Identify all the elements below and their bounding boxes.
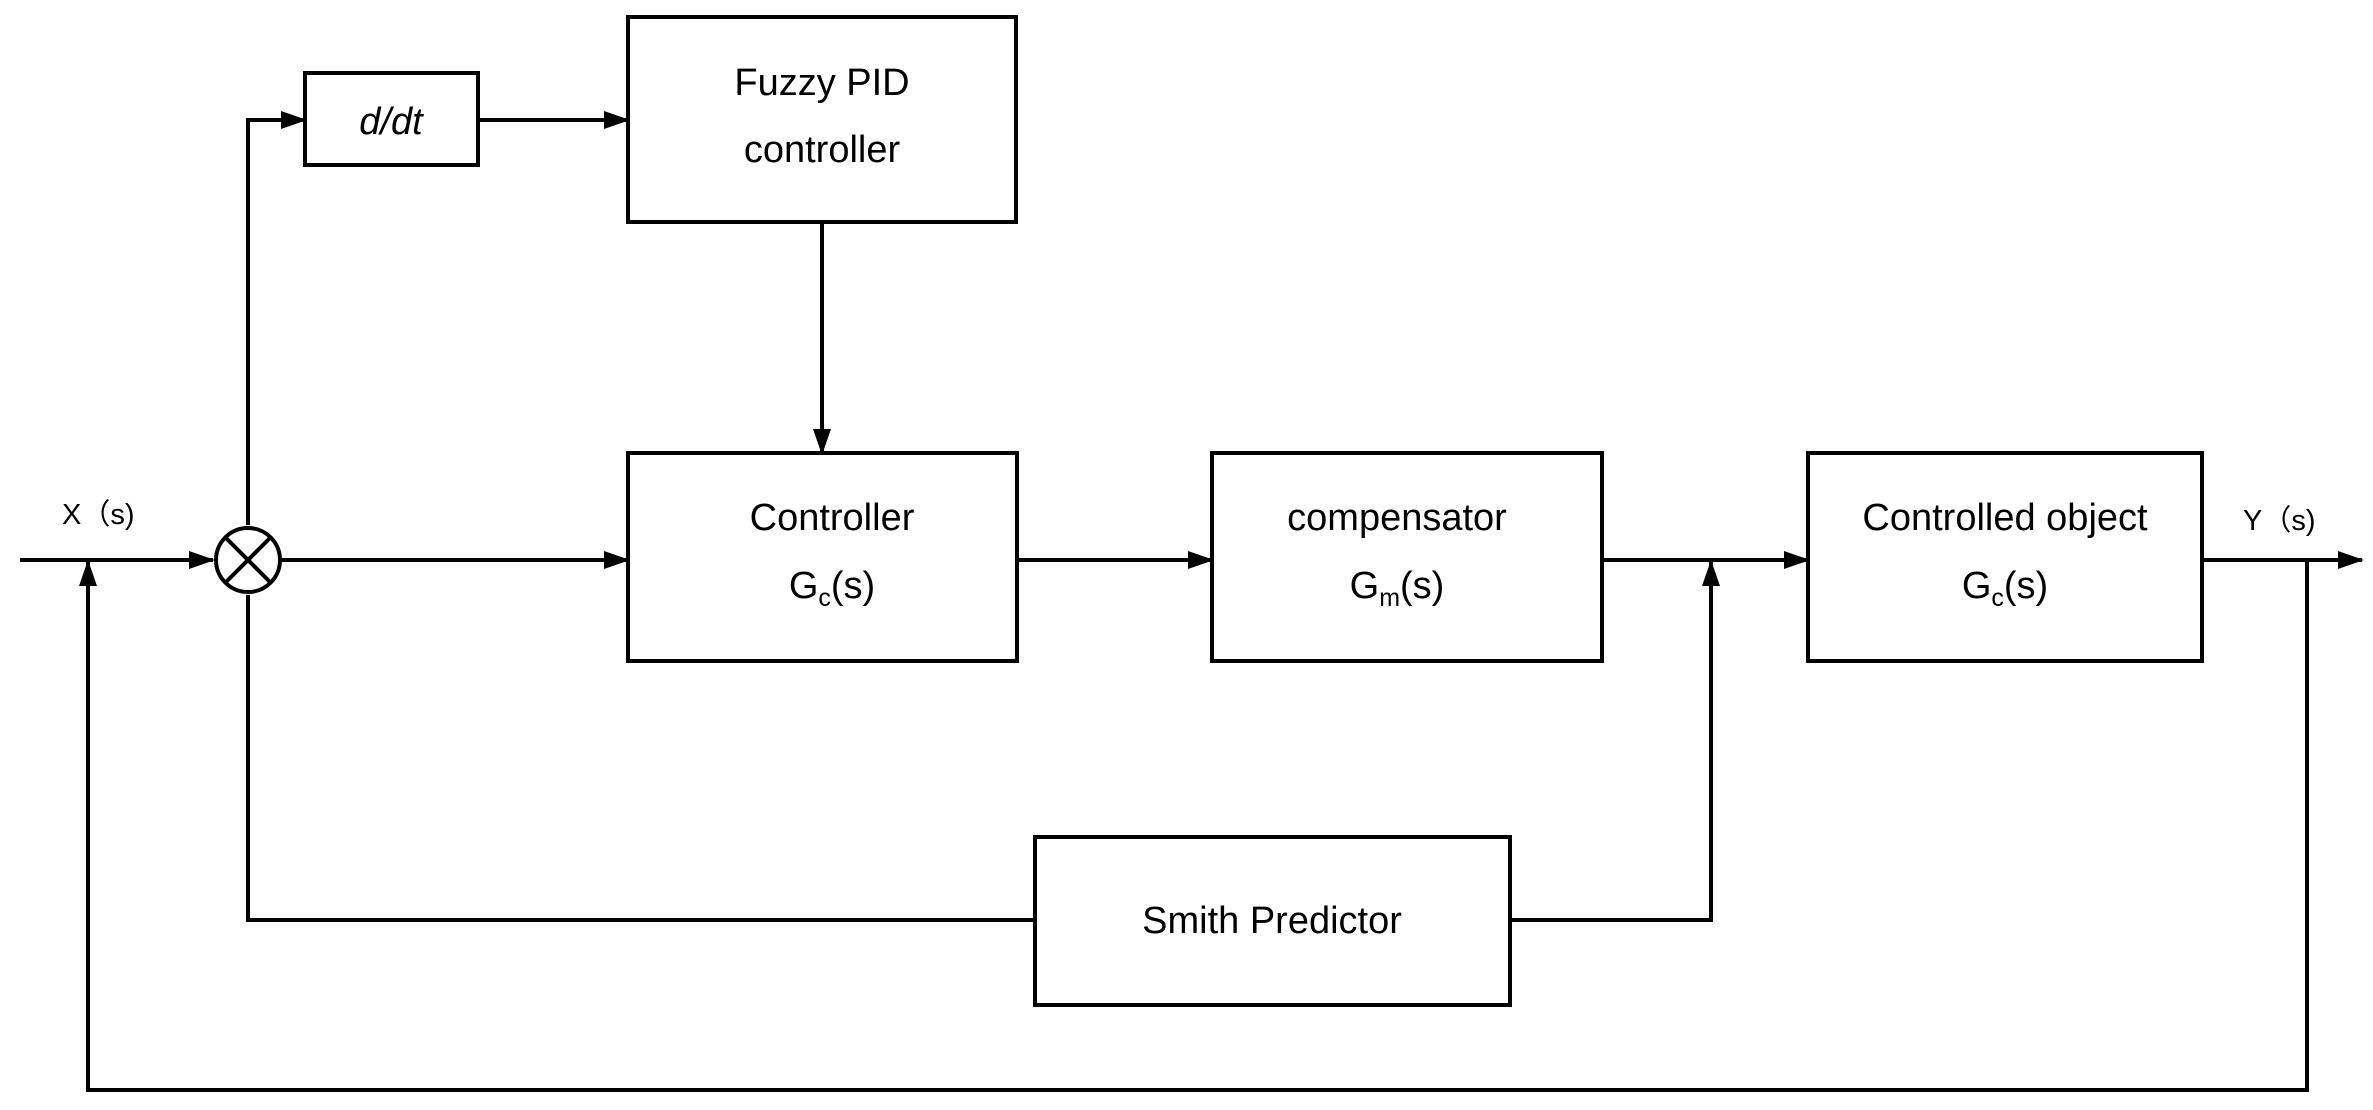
controlled-object-block: Controlled object Gc(s) [1806, 451, 2204, 663]
output-signal-label: Y（s) [2243, 505, 2316, 537]
feedback-wire [79, 560, 2309, 1092]
compensator-block: compensator Gm(s) [1210, 451, 1604, 663]
input-signal-label: X（s) [62, 499, 135, 531]
junction-to-derivative-wire [246, 111, 307, 525]
fuzzy-pid-label-line2: controller [744, 129, 901, 171]
fuzzy-pid-label-line1: Fuzzy PID [734, 62, 909, 104]
junction-to-smith-wire [246, 595, 1035, 922]
summing-junction [214, 526, 282, 594]
controller-transfer-function: Gc(s) [789, 565, 875, 612]
controlled-object-label: Controlled object [1862, 497, 2148, 539]
derivative-label: d/dt [359, 101, 424, 143]
controller-block: Controller Gc(s) [626, 451, 1019, 663]
derivative-block: d/dt [303, 71, 480, 167]
fuzzy-pid-block: Fuzzy PID controller [626, 15, 1018, 224]
controller-label: Controller [750, 497, 915, 539]
smith-predictor-block: Smith Predictor [1033, 835, 1512, 1007]
compensator-label: compensator [1287, 497, 1507, 539]
controlled-object-transfer-function: Gc(s) [1962, 565, 2048, 612]
compensator-transfer-function: Gm(s) [1350, 565, 1445, 612]
smith-predictor-label: Smith Predictor [1142, 900, 1402, 942]
smith-to-sum-wire [1510, 560, 1720, 922]
